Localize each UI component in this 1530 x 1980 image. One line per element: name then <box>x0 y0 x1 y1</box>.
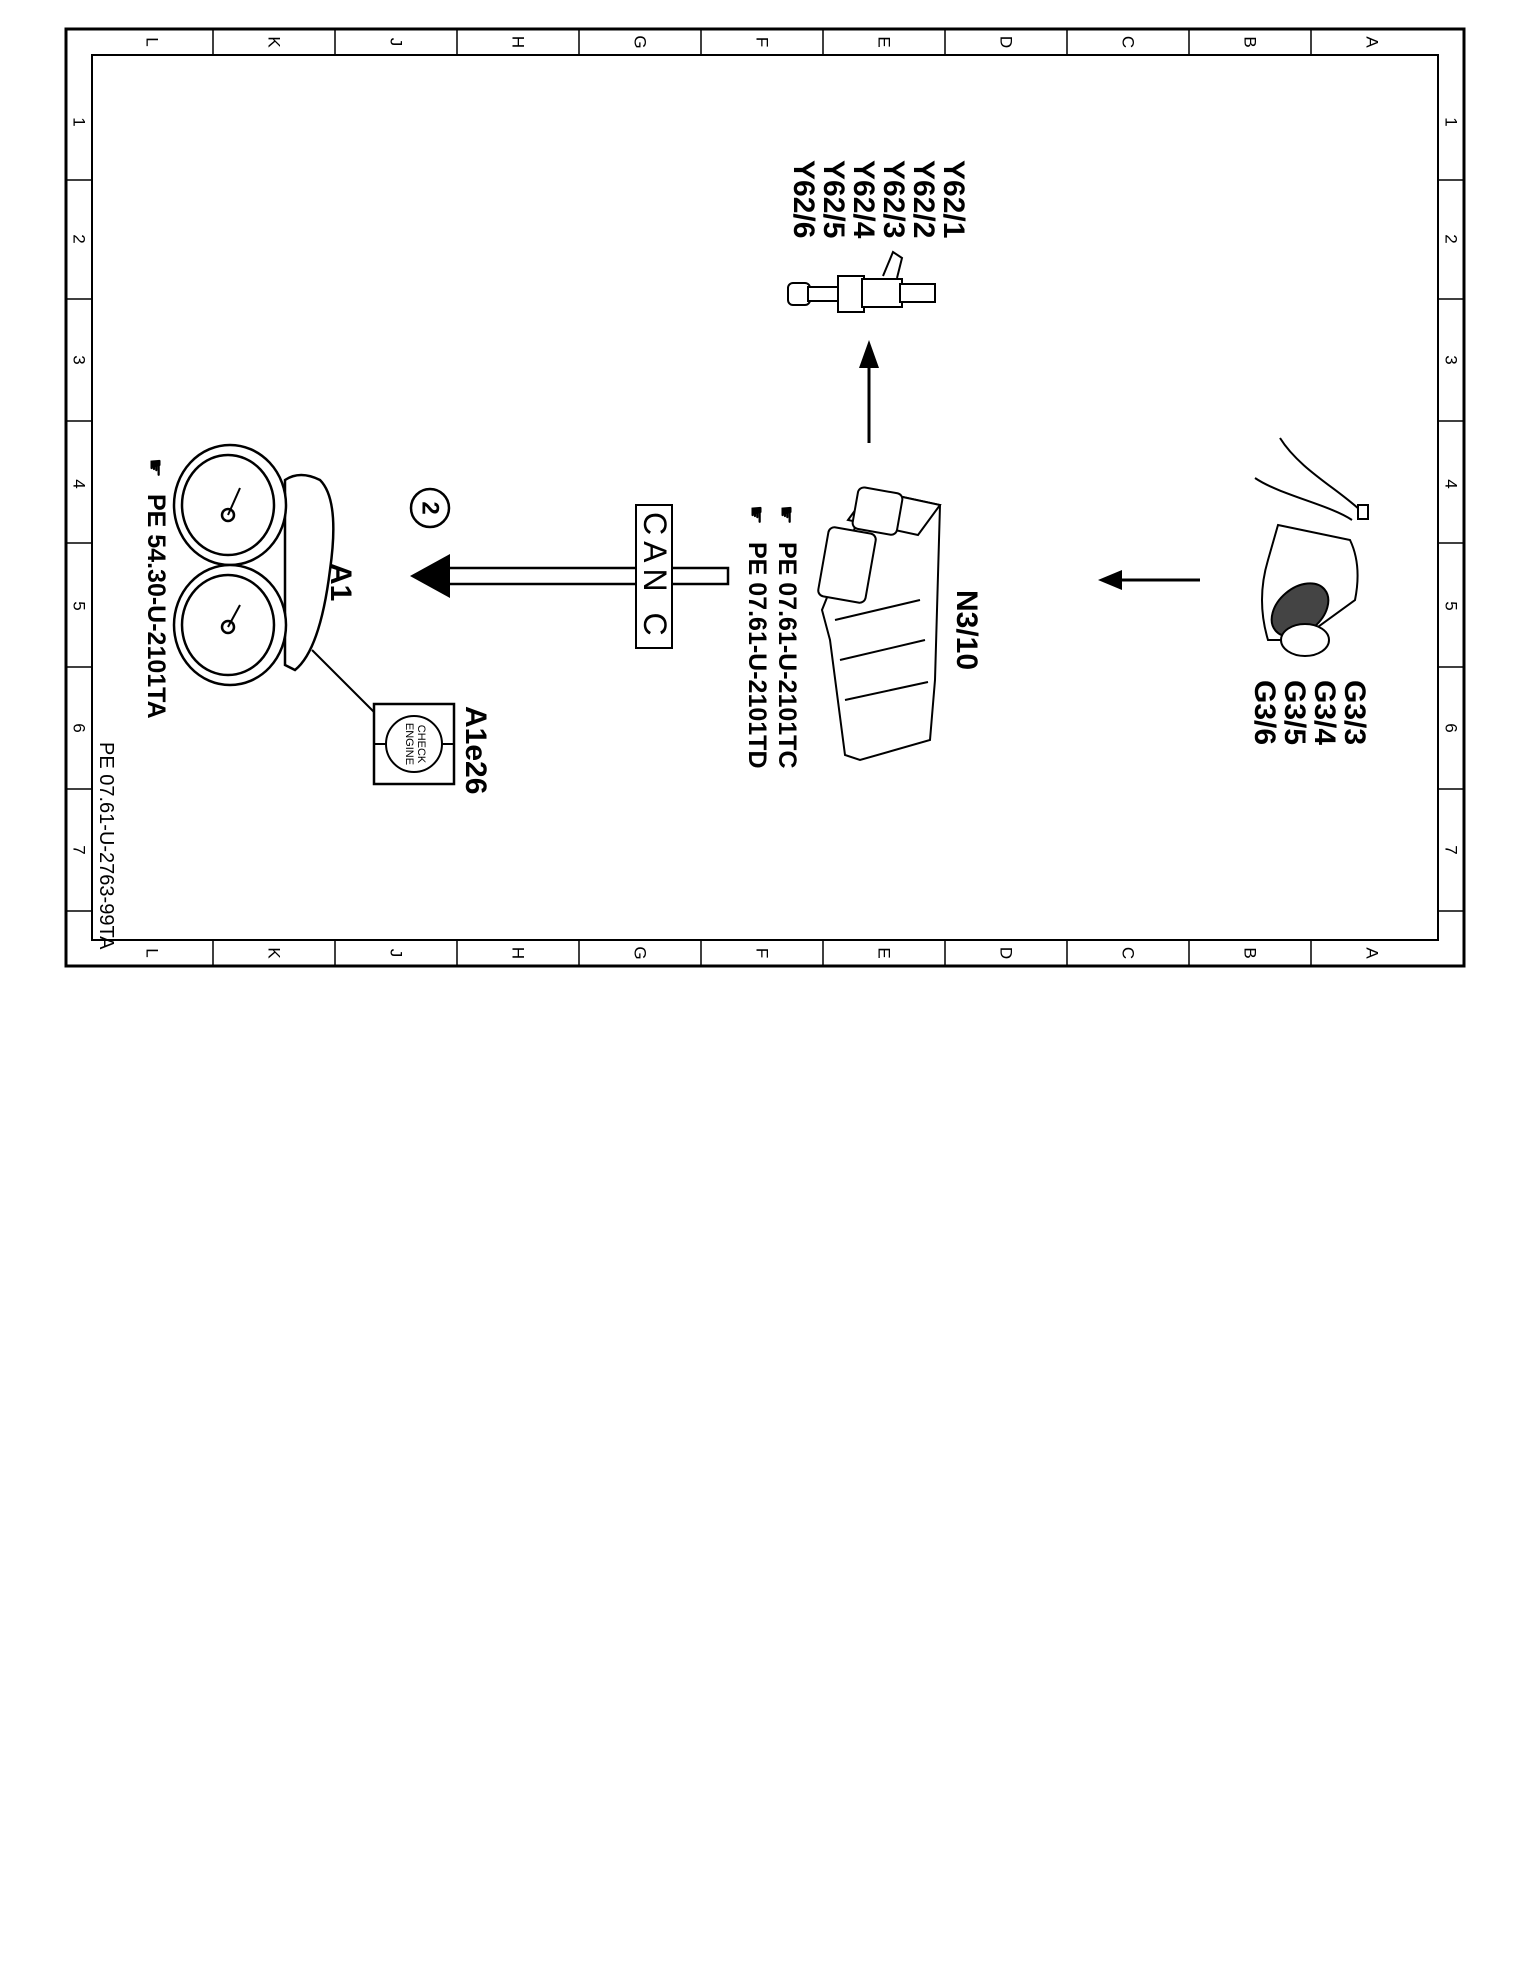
grid-col-bottom-h: H <box>509 947 528 959</box>
grid-labels: L K J H G F E D C B A L K J H G F E D C … <box>70 35 1461 959</box>
injector-labels: Y62/1 Y62/2 Y62/3 Y62/4 Y62/5 Y62/6 <box>787 160 970 239</box>
o2-sensor-label-2: G3/4 <box>1308 680 1341 745</box>
grid-col-top-k: K <box>265 36 284 48</box>
o2-sensor-icon <box>1254 437 1369 657</box>
ecu-label: N3/10 <box>950 590 983 670</box>
grid-col-bottom-k: K <box>265 947 284 959</box>
grid-col-bottom-l: L <box>143 948 162 957</box>
injector-label-2: Y62/2 <box>907 160 940 238</box>
injector-label-6: Y62/6 <box>787 160 820 238</box>
check-engine-text-1: CHECK <box>415 725 427 764</box>
o2-sensor-labels: G3/3 G3/4 G3/5 G3/6 <box>1248 680 1371 745</box>
grid-col-top-l: L <box>143 37 162 46</box>
o2-sensor-label-1: G3/3 <box>1338 680 1371 745</box>
callout: 2 <box>409 487 451 529</box>
cluster-ref-text: PE 54.30-U-2101TA <box>142 494 170 719</box>
instrument-cluster-icon <box>172 443 381 719</box>
grid-col-bottom-b: B <box>1241 947 1260 958</box>
o2-sensor-label-4: G3/6 <box>1248 680 1281 745</box>
grid-col-top-a: A <box>1363 36 1382 48</box>
grid-col-bottom-j: J <box>387 949 406 958</box>
grid-col-top-d: D <box>997 36 1016 48</box>
grid-col-top-b: B <box>1241 36 1260 47</box>
grid-col-top-g: G <box>631 35 650 48</box>
injector-label-5: Y62/5 <box>817 160 850 238</box>
grid-row-right-6: 6 <box>1442 723 1461 732</box>
check-engine-label: A1e26 <box>459 706 492 794</box>
grid-col-top-c: C <box>1119 36 1138 48</box>
grid-row-left-1: 1 <box>70 117 89 126</box>
grid-col-bottom-c: C <box>1119 947 1138 959</box>
grid-col-bottom-f: F <box>753 948 772 958</box>
o2-sensor-label-3: G3/5 <box>1278 680 1311 745</box>
grid-col-bottom-d: D <box>997 947 1016 959</box>
grid-row-right-2: 2 <box>1442 234 1461 243</box>
arrow-sensor-to-ecu <box>1098 570 1200 590</box>
cluster-ref: ☛ PE 54.30-U-2101TA <box>142 458 170 719</box>
callout-number: 2 <box>417 501 444 514</box>
can-bus-arrow <box>410 504 730 649</box>
ecu-ref-2: PE 07.61-U-2101TD <box>743 542 771 769</box>
grid-row-left-4: 4 <box>70 479 89 488</box>
grid-row-left-7: 7 <box>70 845 89 854</box>
ecu-icon <box>817 486 942 762</box>
grid-row-right-4: 4 <box>1442 479 1461 488</box>
grid-col-bottom-g: G <box>631 946 650 959</box>
grid-row-right-5: 5 <box>1442 601 1461 610</box>
grid-col-bottom-e: E <box>875 947 894 958</box>
grid-col-top-f: F <box>753 37 772 47</box>
grid-col-top-j: J <box>387 38 406 47</box>
grid-row-right-7: 7 <box>1442 845 1461 854</box>
pointing-hand-icon-3: ☛ <box>143 458 168 478</box>
ecu-ref-1: PE 07.61-U-2101TC <box>773 542 801 769</box>
grid-row-left-2: 2 <box>70 234 89 243</box>
grid-col-top-h: H <box>509 36 528 48</box>
injector-label-3: Y62/3 <box>877 160 910 238</box>
check-engine-text-2: ENGINE <box>403 723 415 765</box>
pointing-hand-icon-2: ☛ <box>744 505 769 525</box>
grid-row-right-1: 1 <box>1442 117 1461 126</box>
pointing-hand-icon-1: ☛ <box>774 505 799 525</box>
injector-icon <box>787 250 936 313</box>
grid-col-bottom-a: A <box>1363 947 1382 959</box>
injector-label-1: Y62/1 <box>937 160 970 238</box>
check-engine-lamp-icon: CHECK ENGINE <box>372 702 456 786</box>
ecu-refs: PE 07.61-U-2101TC PE 07.61-U-2101TD ☛ ☛ <box>743 505 801 769</box>
grid-row-left-3: 3 <box>70 355 89 364</box>
arrow-ecu-to-injectors <box>859 340 879 443</box>
grid-col-top-e: E <box>875 36 894 47</box>
figure-id: PE 07.61-U-2763-99TA <box>95 742 117 950</box>
grid-row-left-6: 6 <box>70 723 89 732</box>
drawing-frame <box>64 27 1466 968</box>
can-bus-label: CAN C <box>637 512 673 642</box>
injector-label-4: Y62/4 <box>847 160 880 239</box>
cluster-label: A1 <box>324 563 357 601</box>
grid-row-right-3: 3 <box>1442 355 1461 364</box>
grid-row-left-5: 5 <box>70 601 89 610</box>
